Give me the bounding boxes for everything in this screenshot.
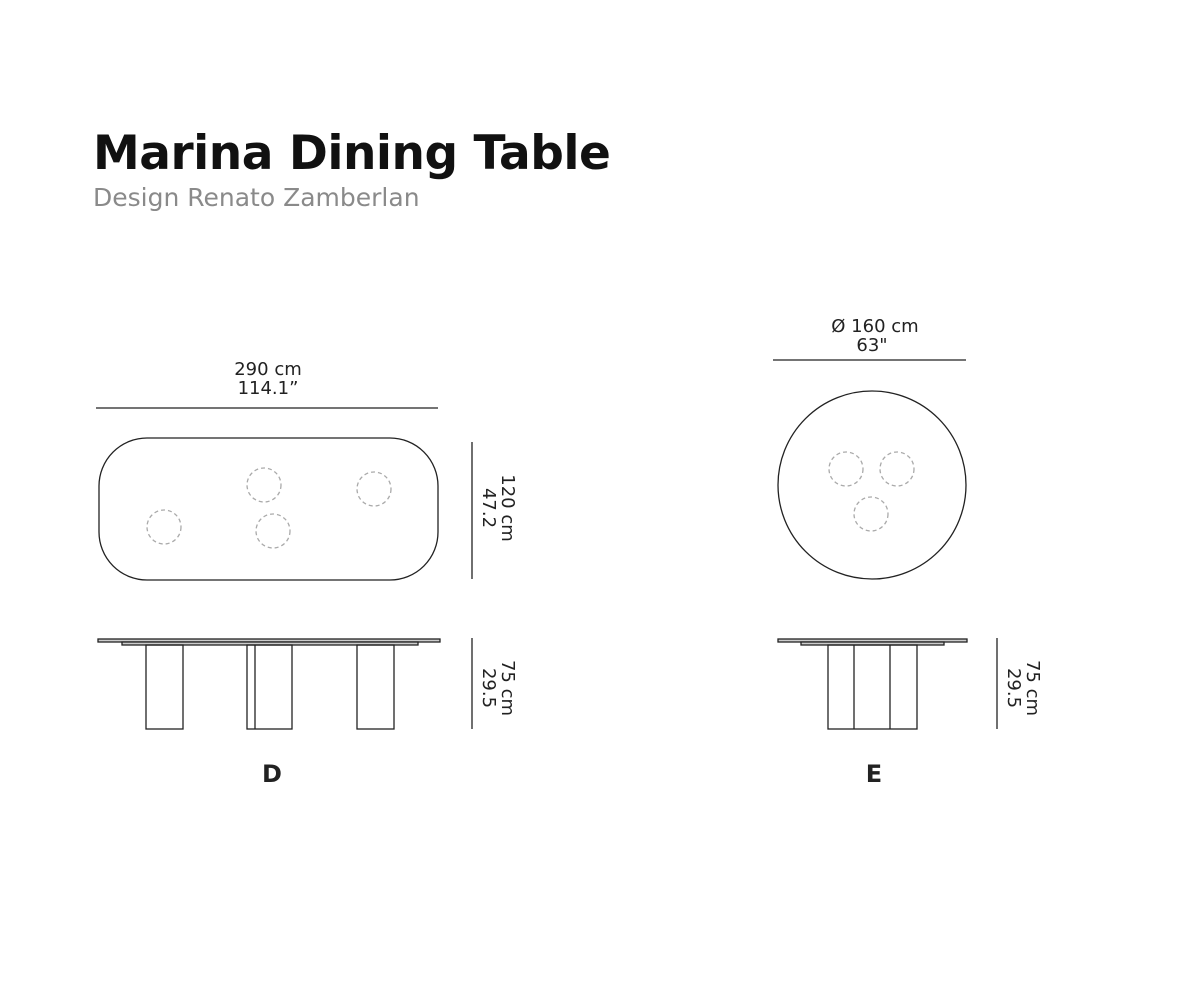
d-depth-in: 47.2 — [478, 488, 499, 528]
e-table-top-plan — [777, 390, 967, 580]
d-height-cm: 75 cm — [497, 660, 518, 716]
d-height-in: 29.5 — [478, 668, 499, 708]
d-table-elevation — [97, 638, 441, 730]
d-leg-positions — [146, 467, 392, 549]
d-table-top-plan — [98, 437, 439, 581]
e-height-in: 29.5 — [1003, 668, 1024, 708]
d-depth-cm: 120 cm — [497, 474, 518, 542]
e-table-elevation — [777, 638, 968, 730]
page-title: Marina Dining Table — [93, 126, 611, 181]
e-diameter-cm: Ø 160 cm — [831, 316, 918, 337]
d-width-cm: 290 cm — [234, 359, 302, 380]
e-leg-positions — [828, 451, 915, 532]
e-height-cm: 75 cm — [1022, 660, 1043, 716]
designer-credit: Design Renato Zamberlan — [93, 183, 420, 212]
view-label-d: D — [262, 760, 282, 788]
view-label-e: E — [866, 760, 882, 788]
e-diameter-in: 63" — [856, 335, 887, 356]
d-width-in: 114.1” — [238, 378, 299, 399]
